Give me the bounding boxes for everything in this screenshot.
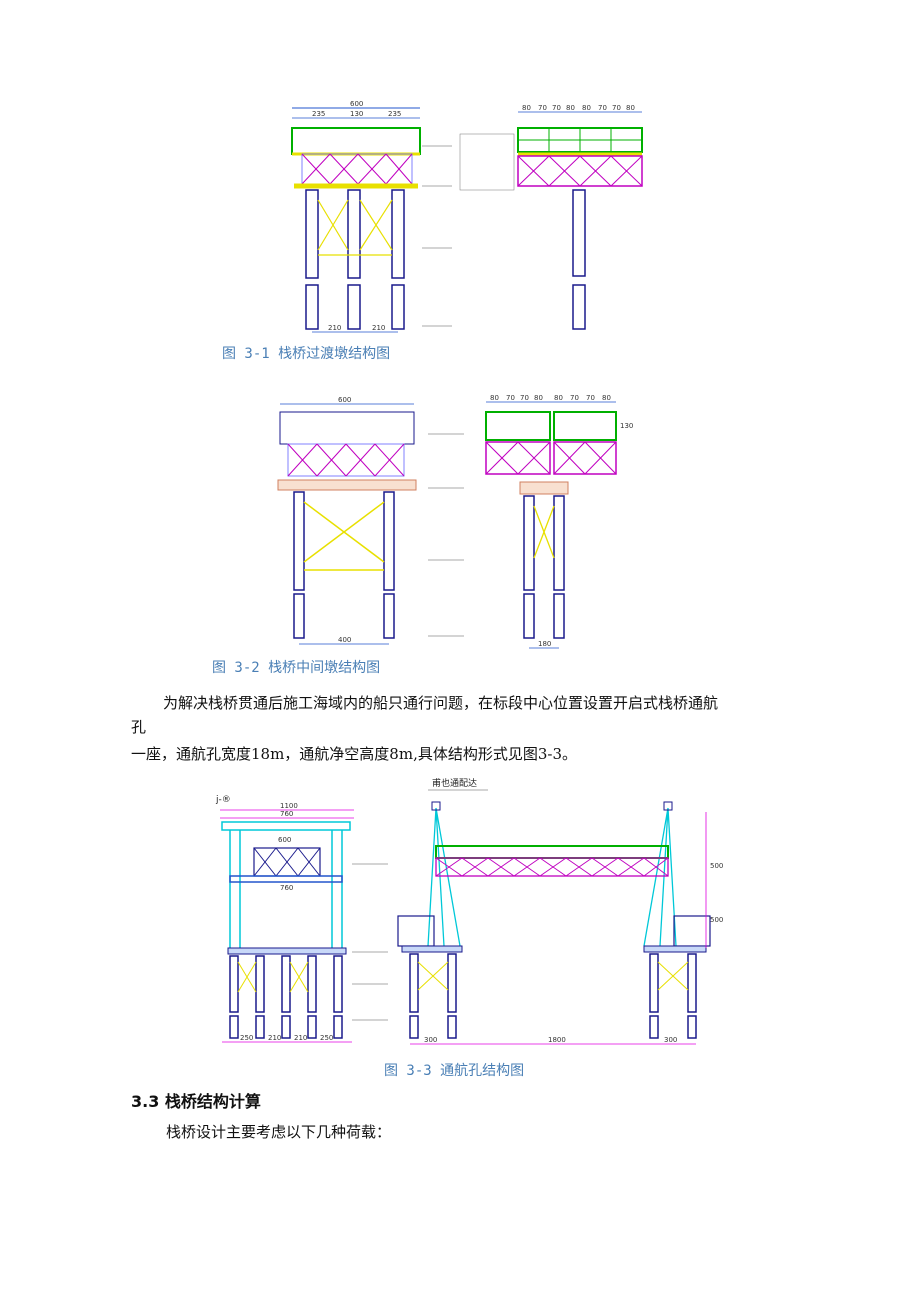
svg-text:210: 210: [328, 324, 341, 332]
svg-text:70: 70: [538, 104, 547, 112]
svg-text:80: 80: [554, 394, 563, 402]
svg-text:400: 400: [338, 636, 351, 644]
svg-text:80: 80: [566, 104, 575, 112]
figure-3-3: 甫也通配达 j-® 1100 760 600 760 250 210 210 2…: [192, 772, 732, 1054]
figure-3-1: 600 235 130 235 210 210 80 70 70 80 80 7…: [270, 90, 650, 338]
svg-text:250: 250: [240, 1034, 253, 1042]
svg-text:760: 760: [280, 884, 293, 892]
svg-text:1800: 1800: [548, 1036, 566, 1044]
svg-text:235: 235: [312, 110, 325, 118]
svg-text:80: 80: [490, 394, 499, 402]
svg-text:500: 500: [710, 862, 723, 870]
figure-3-3-caption: 图 3-3 通航孔结构图: [384, 1063, 525, 1079]
svg-text:80: 80: [602, 394, 611, 402]
section-heading: 3.3 栈桥结构计算: [131, 1092, 261, 1111]
figure-3-3-header: 甫也通配达: [432, 777, 477, 789]
svg-text:600: 600: [350, 100, 363, 108]
paragraph-line-2: 一座，通航孔宽度18m，通航净空高度8m,具体结构形式见图3-3。: [131, 745, 578, 763]
svg-text:210: 210: [294, 1034, 307, 1042]
paragraph-line-1b: 孔: [131, 718, 147, 736]
svg-text:130: 130: [620, 422, 633, 430]
svg-text:80: 80: [626, 104, 635, 112]
paragraph-line-1: 为解决栈桥贯通后施工海域内的船只通行问题，在标段中心位置设置开启式栈桥通航: [163, 694, 719, 712]
svg-text:235: 235: [388, 110, 401, 118]
svg-text:70: 70: [520, 394, 529, 402]
svg-text:70: 70: [598, 104, 607, 112]
svg-text:760: 760: [280, 810, 293, 818]
svg-text:600: 600: [278, 836, 291, 844]
figure-3-2: 600 400 80 70 70 80 80 70 70 80 130: [268, 372, 668, 658]
figure-3-3-drawing: 甫也通配达 j-® 1100 760 600 760 250 210 210 2…: [215, 777, 723, 1045]
svg-text:70: 70: [570, 394, 579, 402]
svg-text:600: 600: [338, 396, 351, 404]
figure-3-3-corner-mark: j-®: [215, 795, 231, 805]
svg-text:70: 70: [612, 104, 621, 112]
svg-text:130: 130: [350, 110, 363, 118]
svg-text:250: 250: [320, 1034, 333, 1042]
figure-3-1-caption: 图 3-1 栈桥过渡墩结构图: [222, 346, 391, 362]
svg-text:70: 70: [586, 394, 595, 402]
svg-text:210: 210: [372, 324, 385, 332]
svg-text:80: 80: [582, 104, 591, 112]
svg-text:180: 180: [538, 640, 551, 648]
svg-text:500: 500: [710, 916, 723, 924]
svg-text:300: 300: [664, 1036, 677, 1044]
figure-3-2-caption: 图 3-2 栈桥中间墩结构图: [212, 660, 381, 676]
svg-text:70: 70: [506, 394, 515, 402]
section-text: 栈桥设计主要考虑以下几种荷载：: [166, 1123, 392, 1141]
figure-3-1-drawing: 600 235 130 235 210 210 80 70 70 80 80 7…: [291, 100, 643, 333]
svg-text:300: 300: [424, 1036, 437, 1044]
figure-3-2-drawing: 600 400 80 70 70 80 80 70 70 80 130: [277, 394, 633, 649]
svg-text:80: 80: [534, 394, 543, 402]
svg-text:70: 70: [552, 104, 561, 112]
svg-text:80: 80: [522, 104, 531, 112]
svg-text:1100: 1100: [280, 802, 298, 810]
svg-text:210: 210: [268, 1034, 281, 1042]
